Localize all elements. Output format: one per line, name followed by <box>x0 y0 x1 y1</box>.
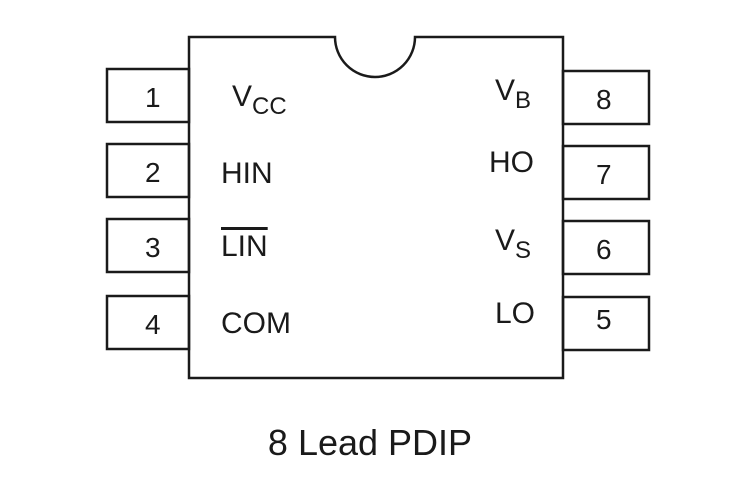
pin-number-5: 5 <box>596 304 612 335</box>
pin-box-1 <box>105 67 191 124</box>
signal-label-lo: LO <box>495 297 536 330</box>
signal-label-vb: VB <box>495 74 531 113</box>
pin-box-7 <box>561 144 651 201</box>
pin-box-6 <box>561 219 651 276</box>
pin-number-8: 8 <box>596 84 612 115</box>
pin-number-6: 6 <box>596 234 612 265</box>
signal-label-vb-sub: B <box>515 87 532 114</box>
signal-label-lin: LIN <box>221 230 268 263</box>
pin-number-2: 2 <box>145 157 161 188</box>
pin-number-3: 3 <box>145 232 161 263</box>
signal-label-vb-main: V <box>495 74 516 107</box>
pin-box-8 <box>561 69 651 126</box>
signal-label-vcc-main: V <box>232 80 253 113</box>
pin-number-1: 1 <box>145 82 161 113</box>
signal-label-com: COM <box>221 307 291 340</box>
package-caption: 8 Lead PDIP <box>267 422 473 463</box>
signal-label-ho: HO <box>489 146 534 179</box>
signal-label-vcc-sub: CC <box>252 93 287 120</box>
package-body <box>187 35 565 380</box>
signal-label-vs: VS <box>495 224 531 263</box>
pin-box-4 <box>105 294 191 351</box>
pin-number-7: 7 <box>596 159 612 190</box>
pin-box-5 <box>561 295 651 352</box>
signal-label-vcc: VCC <box>232 80 287 119</box>
pin-number-4: 4 <box>145 309 161 340</box>
signal-label-hin: HIN <box>221 157 273 190</box>
pin-box-2 <box>105 142 191 199</box>
signal-label-vs-sub: S <box>515 237 532 264</box>
pin-box-3 <box>105 217 191 274</box>
signal-label-vs-main: V <box>495 224 516 257</box>
